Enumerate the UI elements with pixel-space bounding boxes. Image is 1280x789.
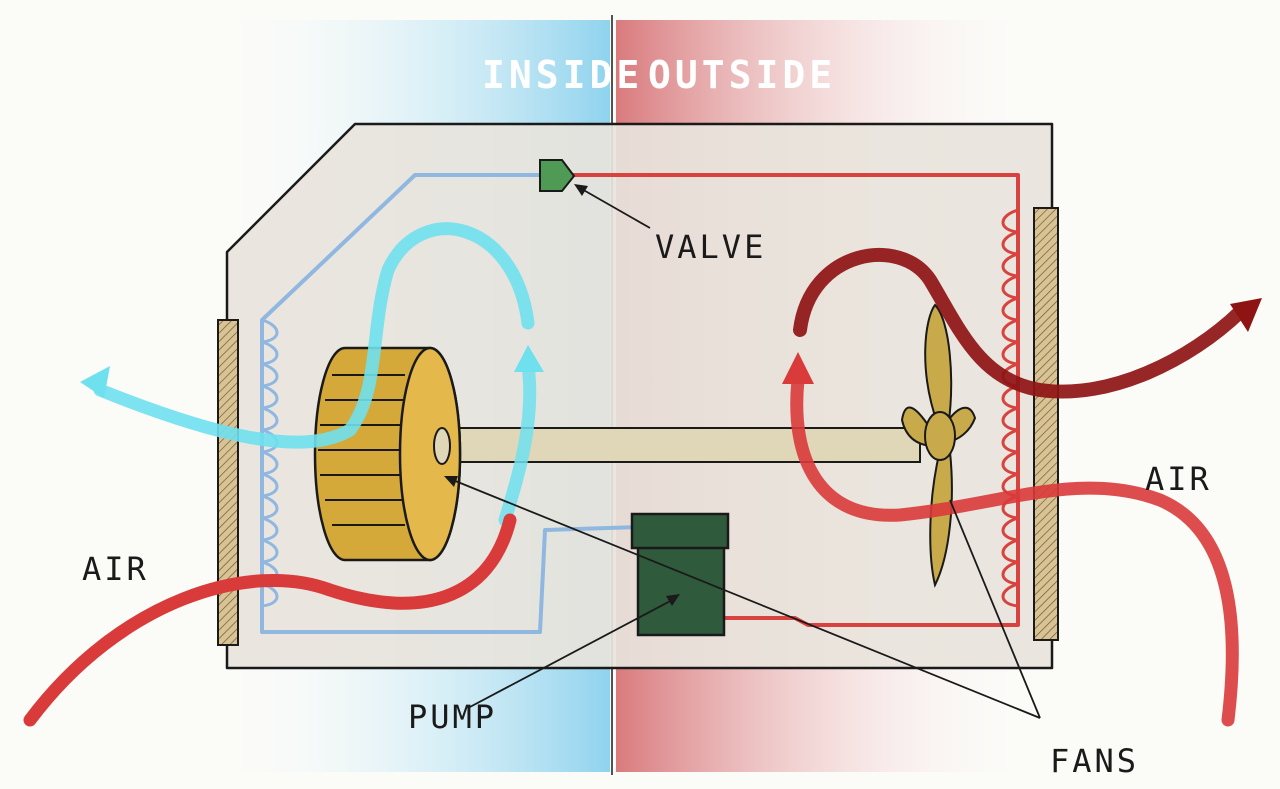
valve-pointer-head (574, 184, 588, 196)
hot-air-loop (793, 247, 1247, 399)
pump-pointer (467, 597, 677, 709)
air-right-label: AIR (1145, 460, 1212, 498)
hot-refrigerant-line (572, 173, 1020, 627)
fan-shaft (439, 427, 921, 463)
valve-label: VALVE (655, 228, 766, 266)
hot-air-arrowhead (1230, 298, 1262, 332)
fans-pointer-drum-head (444, 476, 458, 487)
pump-label: PUMP (408, 698, 497, 736)
cold-refrigerant-line (260, 173, 641, 634)
inside-label: INSIDE (482, 53, 643, 97)
cold-air-loop (93, 222, 535, 449)
outside-warm-air (790, 373, 1239, 727)
air-left-label: AIR (82, 550, 149, 588)
fans-pointer-propeller (949, 499, 1041, 719)
fans-pointer-drum (447, 477, 1041, 719)
blower-fan-icon (313, 346, 462, 562)
pump-pointer-head (666, 594, 680, 606)
cold-air-rising-arrowhead (514, 345, 544, 372)
valve-icon (539, 159, 576, 192)
outside-grille (1033, 207, 1059, 641)
fans-label: FANS (1050, 742, 1139, 780)
outside-label: OUTSIDE (648, 53, 836, 97)
cold-air-arrowhead (80, 366, 110, 398)
pump-icon (630, 512, 730, 637)
propeller-fan-icon (900, 303, 977, 588)
inside-grille (217, 319, 239, 646)
valve-pointer (579, 187, 651, 229)
outside-coil (1001, 208, 1019, 608)
outside-warm-air-arrowhead (782, 352, 814, 384)
inside-coil (261, 318, 279, 608)
warm-intake-air (23, 513, 517, 727)
